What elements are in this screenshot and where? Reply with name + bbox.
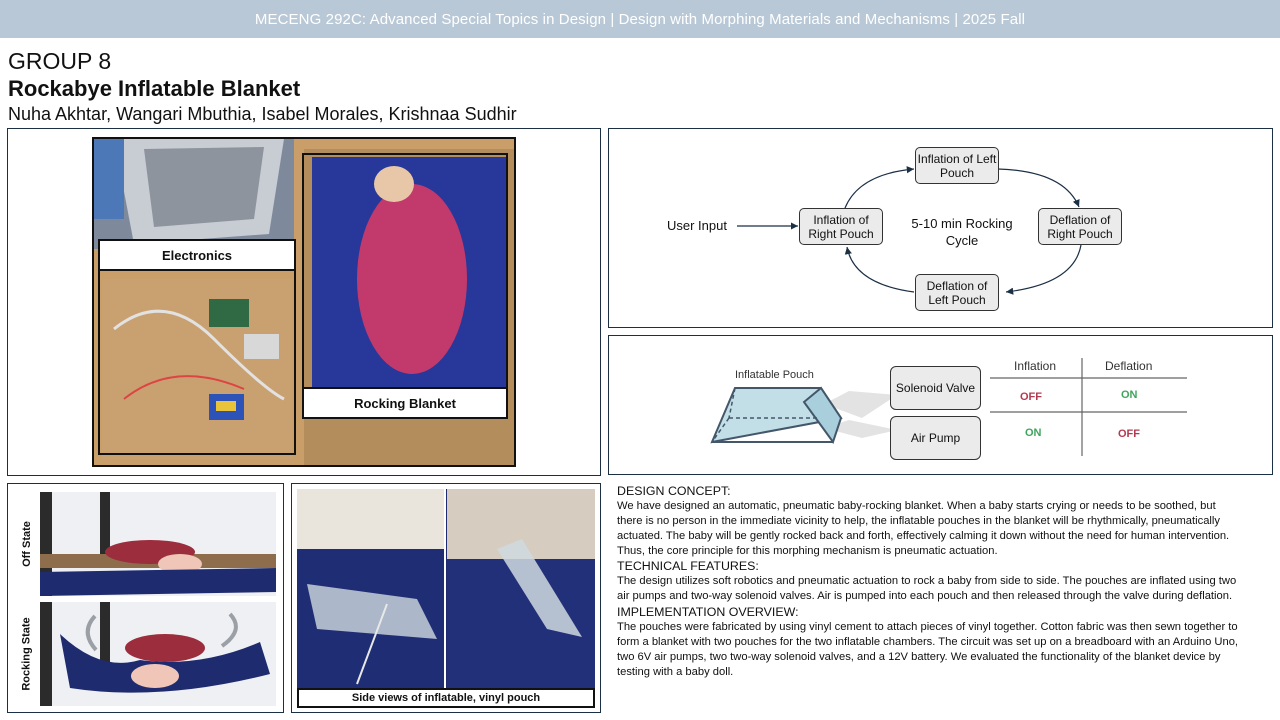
air-pump-box: Air Pump	[890, 416, 981, 460]
technical-features-heading: TECHNICAL FEATURES:	[617, 559, 759, 574]
side-views-panel: Side views of inflatable, vinyl pouch	[291, 483, 601, 713]
side-views-caption: Side views of inflatable, vinyl pouch	[297, 688, 595, 708]
description-text: DESIGN CONCEPT: We have designed an auto…	[617, 484, 1242, 680]
implementation-heading: IMPLEMENTATION OVERVIEW:	[617, 604, 799, 619]
rocking-state-illustration	[40, 602, 276, 706]
user-input-label: User Input	[667, 218, 727, 233]
electronics-frame	[98, 239, 296, 455]
state-comparison-panel: Off State Rocking State	[7, 483, 284, 713]
inflatable-pouch-illustration	[710, 358, 1187, 456]
prototype-photo-illustration	[94, 139, 514, 465]
technical-features-body: The design utilizes soft robotics and pn…	[617, 575, 1237, 603]
valve-inflation-state: OFF	[1020, 391, 1042, 403]
off-state-photo	[40, 492, 276, 596]
rocking-cycle-flowchart: User Input Inflation of Left Pouch Defla…	[608, 128, 1273, 328]
electronics-label: Electronics	[98, 239, 296, 271]
implementation-body: The pouches were fabricated by using vin…	[617, 620, 1239, 678]
node-deflation-left: Deflation of Left Pouch	[915, 274, 999, 311]
off-state-illustration	[40, 492, 276, 596]
inflation-column-header: Inflation	[1014, 359, 1057, 373]
pump-deflation-state: OFF	[1118, 428, 1140, 440]
side-view-photos	[297, 489, 595, 689]
deflation-column-header: Deflation	[1105, 359, 1153, 373]
node-inflation-left: Inflation of Left Pouch	[915, 147, 999, 184]
rocking-state-label-text: Rocking State	[21, 617, 34, 691]
node-deflation-right: Deflation of Right Pouch	[1038, 208, 1122, 245]
course-banner-text: MECENG 292C: Advanced Special Topics in …	[254, 10, 1026, 28]
side-view-illustration	[297, 489, 595, 689]
flowchart-arrows	[737, 166, 1082, 295]
rocking-blanket-frame	[302, 153, 508, 419]
node-inflation-right: Inflation of Right Pouch	[799, 208, 883, 245]
design-concept-body: We have designed an automatic, pneumatic…	[617, 500, 1230, 558]
rocking-blanket-label: Rocking Blanket	[302, 387, 508, 419]
prototype-photo-panel: Electronics Rocking Blanket	[7, 128, 601, 476]
off-state-label: Off State	[16, 492, 38, 596]
rocking-state-label: Rocking State	[16, 602, 38, 706]
valve-deflation-state: ON	[1121, 389, 1138, 401]
components-panel: Inflatable Pouch Solenoid Valve Air Pump…	[608, 335, 1273, 475]
design-concept-heading: DESIGN CONCEPT:	[617, 484, 731, 498]
cycle-label: 5-10 min Rocking Cycle	[911, 216, 1013, 248]
pump-inflation-state: ON	[1025, 427, 1042, 439]
rocking-state-photo	[40, 602, 276, 706]
solenoid-valve-box: Solenoid Valve	[890, 366, 981, 410]
course-banner: MECENG 292C: Advanced Special Topics in …	[0, 0, 1280, 38]
prototype-photo: Electronics Rocking Blanket	[92, 137, 516, 467]
authors: Nuha Akhtar, Wangari Mbuthia, Isabel Mor…	[8, 104, 517, 124]
group-label: GROUP 8	[8, 48, 112, 74]
inflatable-pouch-label: Inflatable Pouch	[735, 369, 814, 381]
project-title: Rockabye Inflatable Blanket	[8, 76, 301, 101]
off-state-label-text: Off State	[21, 521, 33, 567]
